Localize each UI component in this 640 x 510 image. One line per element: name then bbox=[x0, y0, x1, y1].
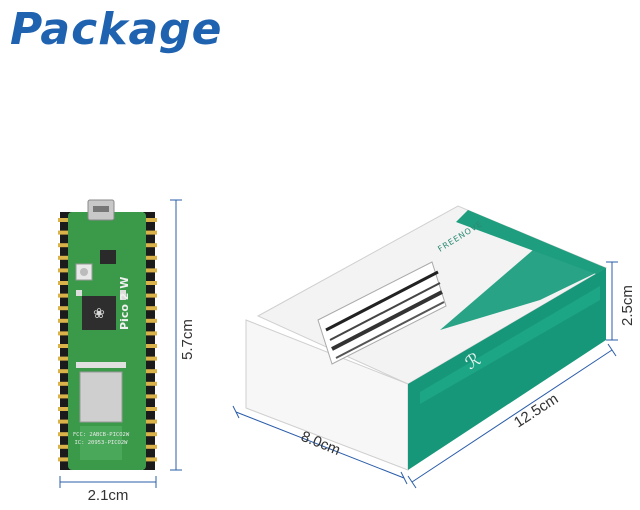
header-pin bbox=[58, 218, 70, 222]
header-pin bbox=[145, 457, 157, 462]
board-model-label: Pico 2 W bbox=[118, 277, 131, 330]
raspberry-logo-icon: ❀ bbox=[93, 306, 105, 322]
header-pin bbox=[58, 268, 70, 273]
header-pin bbox=[145, 444, 157, 449]
header-pin bbox=[145, 419, 157, 424]
header-pin bbox=[58, 407, 70, 411]
header-pin bbox=[145, 281, 157, 285]
package-box: FREENOVE ℛ bbox=[245, 205, 608, 471]
mcu-chip bbox=[82, 296, 116, 330]
header-pin bbox=[145, 356, 157, 361]
wireless-module bbox=[79, 371, 123, 423]
header-pin bbox=[58, 369, 70, 374]
header-pin bbox=[145, 344, 157, 348]
board-height-dimension bbox=[170, 199, 182, 471]
header-pin bbox=[58, 243, 70, 248]
header-pin bbox=[58, 281, 70, 285]
page-title: Package bbox=[10, 4, 223, 55]
header-pin bbox=[145, 394, 157, 399]
header-pin bbox=[58, 419, 70, 424]
header-pin bbox=[58, 444, 70, 449]
header-pin bbox=[145, 230, 157, 235]
pico-board: ❀ Pico 2 W FCC: 2ABCB-PICO2W IC: 20953-P… bbox=[58, 199, 157, 470]
header-pin bbox=[145, 306, 157, 311]
header-pin bbox=[145, 407, 157, 411]
header-pin bbox=[145, 293, 157, 298]
box-length-dimension bbox=[407, 343, 617, 489]
box-height-label: 2.5cm bbox=[619, 285, 636, 326]
header-pin bbox=[145, 268, 157, 273]
header-pin bbox=[145, 218, 157, 222]
box-width-dimension bbox=[232, 405, 408, 485]
header-pin bbox=[145, 331, 157, 336]
header-pin bbox=[58, 318, 70, 323]
header-pin bbox=[145, 381, 157, 386]
header-pin bbox=[58, 306, 70, 311]
header-pin bbox=[145, 243, 157, 248]
header-pin bbox=[145, 369, 157, 374]
board-width-label: 2.1cm bbox=[88, 487, 129, 504]
header-pin bbox=[58, 457, 70, 462]
header-pin bbox=[58, 394, 70, 399]
box-height-dimension bbox=[606, 261, 618, 341]
box-label bbox=[317, 261, 447, 365]
header-pin bbox=[58, 344, 70, 348]
header-pin bbox=[58, 381, 70, 386]
board-height-label: 5.7cm bbox=[179, 319, 196, 360]
header-pin bbox=[58, 331, 70, 336]
header-pin bbox=[58, 230, 70, 235]
header-pin bbox=[58, 255, 70, 260]
header-pin bbox=[58, 356, 70, 361]
board-fcc-label: FCC: 2ABCB-PICO2W bbox=[73, 432, 130, 438]
board-width-dimension bbox=[59, 476, 157, 488]
header-pin bbox=[58, 432, 70, 437]
header-pin bbox=[145, 255, 157, 260]
header-pin bbox=[145, 318, 157, 323]
header-pin bbox=[145, 432, 157, 437]
board-ic-label: IC: 20953-PICO2W bbox=[75, 440, 129, 446]
header-pin bbox=[58, 293, 70, 298]
